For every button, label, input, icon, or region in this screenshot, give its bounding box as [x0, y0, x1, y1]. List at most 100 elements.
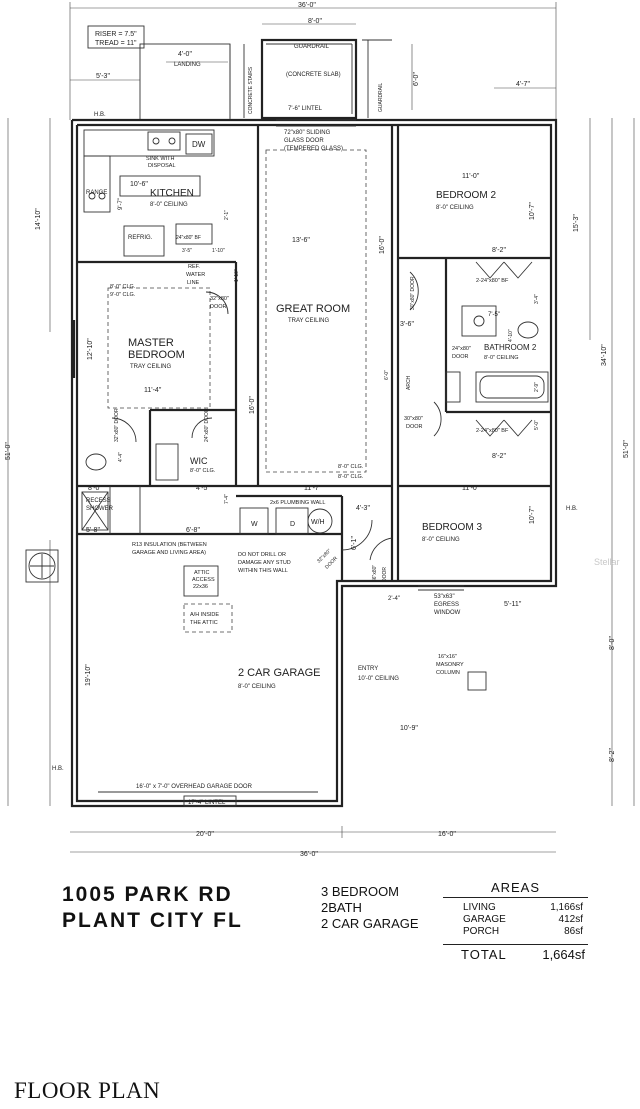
masonry-label-2: MASONRY [436, 662, 464, 668]
entry-width-dim: 10'-9" [400, 725, 418, 732]
feature-baths: 2BATH [321, 900, 362, 915]
exterior-walls [70, 118, 558, 808]
feature-bedrooms: 3 BEDROOM [321, 884, 400, 899]
bath-door-label: 30"x80" [404, 416, 423, 422]
areas-row: LIVING 1,166sf [443, 902, 588, 914]
riser-label: RISER = 7.5" [95, 31, 137, 38]
left-overall-dim: 51'-0" [5, 442, 12, 460]
dimension-lines [7, 2, 635, 853]
floor-plan-label: FLOOR PLAN [14, 1078, 161, 1103]
master-label-2: BEDROOM [128, 349, 185, 361]
attic-label-2: ACCESS [192, 577, 215, 583]
r13-label-2: GARAGE AND LIVING AREA) [132, 550, 206, 556]
garage-fixtures [98, 565, 487, 807]
address-line-1: 1005 PARK RD [62, 883, 233, 906]
refrig-label: REFRIG. [128, 235, 153, 241]
wic-ceiling: 8'-0" CLG. [190, 468, 216, 474]
wic-depth-dim: 7'-4" [224, 494, 230, 504]
landing-dim: 4'-0" [178, 51, 192, 58]
bath-width-dim-2: 8'-2" [492, 453, 506, 460]
kitchen-ceiling: 8'-0" CEILING [150, 202, 188, 208]
ref-water-2: WATER [186, 272, 205, 278]
ref-dim: 3'-5" [182, 248, 192, 254]
lintel-top-label: 7'-6" LINTEL [288, 106, 323, 112]
feature-garage: 2 CAR GARAGE [321, 916, 419, 931]
kit-dim-3: 1'-10" [234, 269, 240, 282]
wic-door-label: 24"x80" DOOR [204, 408, 210, 442]
guardrail-label: GUARDRAIL [294, 44, 330, 50]
arch-label: ARCH [406, 375, 412, 390]
bath-width-dim: 8'-2" [492, 247, 506, 254]
entry-label: ENTRY [358, 666, 378, 672]
total-value: 1,664sf [542, 947, 585, 962]
bedroom3-depth-dim: 10'-7" [529, 506, 536, 524]
hall-depth-dim: 6'-1" [351, 536, 358, 550]
plumbing-wall-label: 2x6 PLUMBING WALL [270, 500, 325, 506]
pantry-label: 24"x80" BF [176, 235, 201, 241]
master-depth-dim: 12'-10" [87, 338, 94, 360]
recess-label: RECESS [86, 498, 111, 504]
no-drill-3: WITHIN THIS WALL [238, 568, 288, 574]
garage-ceiling: 8'-0" CEILING [238, 684, 276, 690]
mb-closet-dim: 4'-4" [118, 452, 124, 462]
ref-water-3: LINE [187, 280, 200, 286]
bedroom2-depth-dim: 10'-7" [529, 202, 536, 220]
bed3-door-1: 36"x80" [372, 565, 378, 582]
bed3-door-2: DOOR [382, 567, 388, 582]
bf-bot-label: 2-24"x80" BF [476, 428, 509, 434]
bedroom2-ceiling: 8'-0" CEILING [436, 205, 474, 211]
master-depth-dim-2: 16'-0" [249, 396, 256, 414]
dim-top-overall: 36'-0" [298, 2, 316, 9]
ah-label-2: THE ATTIC [190, 620, 218, 626]
hb-right: H.B. [566, 506, 578, 512]
master-ceiling: TRAY CEILING [130, 364, 171, 370]
bath-d4-dim: 5'-0" [534, 420, 540, 430]
master-width-dim: 11'-4" [144, 387, 162, 394]
entry-ceiling: 10'-0" CEILING [358, 676, 399, 682]
bath-door-label-2: DOOR [406, 424, 423, 430]
dryer-label: D [290, 521, 295, 528]
egress-label-3: WINDOW [434, 610, 461, 616]
ac-unit-icon [25, 549, 59, 583]
dw-label: DW [192, 140, 206, 149]
shower-label: SHOWER [86, 506, 114, 512]
egress-label-1: 53"x63" [434, 594, 455, 600]
linen-label-1: 24"x80" [452, 346, 471, 352]
washer-label: W [251, 521, 258, 528]
kitchen-width-dim: 10'-6" [130, 181, 148, 188]
great-room-ceiling: TRAY CEILING [288, 318, 329, 324]
masonry-label-3: COLUMN [436, 670, 460, 676]
areas-total-row: TOTAL 1,664sf [443, 944, 588, 965]
areas-heading: AREAS [443, 879, 588, 898]
left-garage-dim: 19'-10" [85, 664, 92, 686]
great-width-dim: 13'-6" [292, 237, 310, 244]
sink-label-2: DISPOSAL [148, 163, 176, 169]
kitchen-depth-dim: 9'-7" [118, 198, 124, 210]
wic-width-dim: 4'-5" [196, 485, 210, 492]
slab-depth-dim: 6'-0" [413, 72, 420, 86]
great-depth-dim: 16'-0" [379, 236, 386, 254]
great-bottom-dim: 11'-7" [304, 485, 322, 492]
master-clg-2: 9'-0" CLG. [110, 292, 136, 298]
hall-h-dim: 6'-0" [384, 370, 390, 380]
address-line-2: PLANT CITY FL [62, 909, 243, 932]
bath-d-dim: 4'-10" [508, 329, 514, 342]
master-clg-1: 8'-0" CLG. [110, 284, 136, 290]
right-offset-dim: 4'-7" [516, 81, 530, 88]
closet-width-dim: 8'-0" [88, 485, 102, 492]
bedroom2-width-dim: 11'-0" [462, 173, 480, 180]
great-clg-1: 8'-0" CLG. [338, 464, 364, 470]
sliding-door-3: (TEMPERED GLASS) [284, 146, 343, 152]
areas-row: PORCH 86sf [443, 926, 588, 938]
address-title: 1005 PARK RD PLANT CITY FL [62, 882, 243, 934]
left-offset-dim: 5'-3" [96, 73, 110, 80]
master-door-2: DOOR [210, 304, 227, 310]
bedroom3-ceiling: 8'-0" CEILING [422, 537, 460, 543]
master-label-1: MASTER [128, 337, 174, 349]
master-door-1: 32"x80" [210, 296, 229, 302]
bf-top-label: 2-24"x80" BF [476, 278, 509, 284]
bedroom3-width-dim: 11'-0" [462, 485, 480, 492]
water-heater-label: W/H [311, 519, 325, 526]
watermark: Stellar [594, 557, 620, 567]
left-upper-dim: 14'-10" [35, 208, 42, 230]
